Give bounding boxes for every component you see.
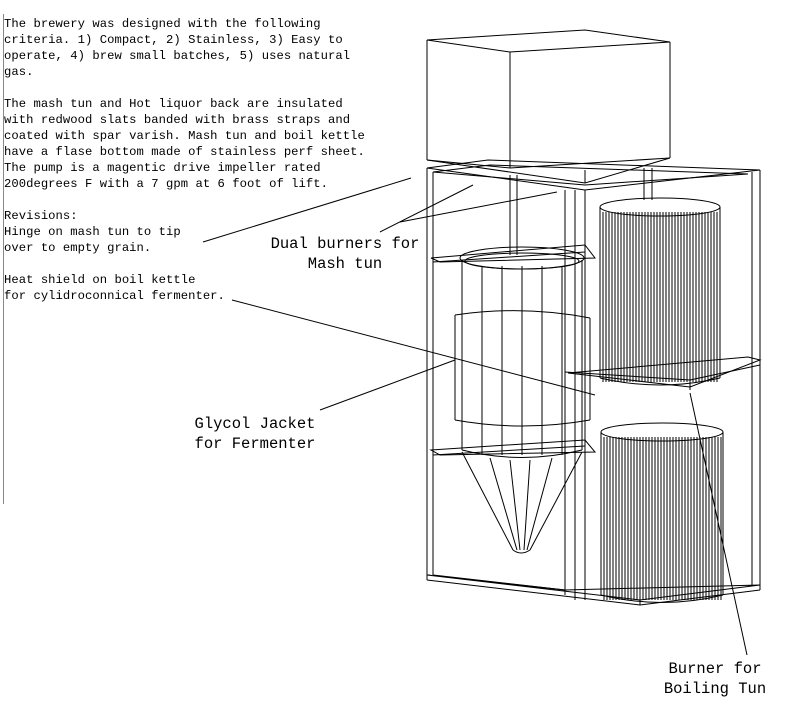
revision-heat-shield-text: Heat shield on boil kettle for cylidroco… xyxy=(4,273,225,303)
grain-hopper xyxy=(426,29,671,184)
revisions-heading: Revisions: xyxy=(4,209,78,223)
insulation-text: The mash tun and Hot liquor back are ins… xyxy=(4,97,365,191)
revision-hinge-text: Hinge on mash tun to tip over to empty g… xyxy=(4,225,181,255)
burner-boiling-tun-label: Burner for Boiling Tun xyxy=(663,660,767,698)
design-criteria-text: The brewery was designed with the follow… xyxy=(4,17,351,79)
mash-tun xyxy=(599,197,721,386)
frame-structure xyxy=(426,159,762,606)
margin-rule xyxy=(3,14,4,504)
boil-kettle xyxy=(600,422,724,603)
leader-lines xyxy=(202,177,748,656)
glycol-jacket-label: Glycol Jacket for Fermenter xyxy=(194,415,316,453)
design-notes: The brewery was designed with the follow… xyxy=(4,16,404,320)
cylindroconical-fermenter xyxy=(454,246,591,554)
dual-burners-label: Dual burners for Mash tun xyxy=(270,235,420,273)
